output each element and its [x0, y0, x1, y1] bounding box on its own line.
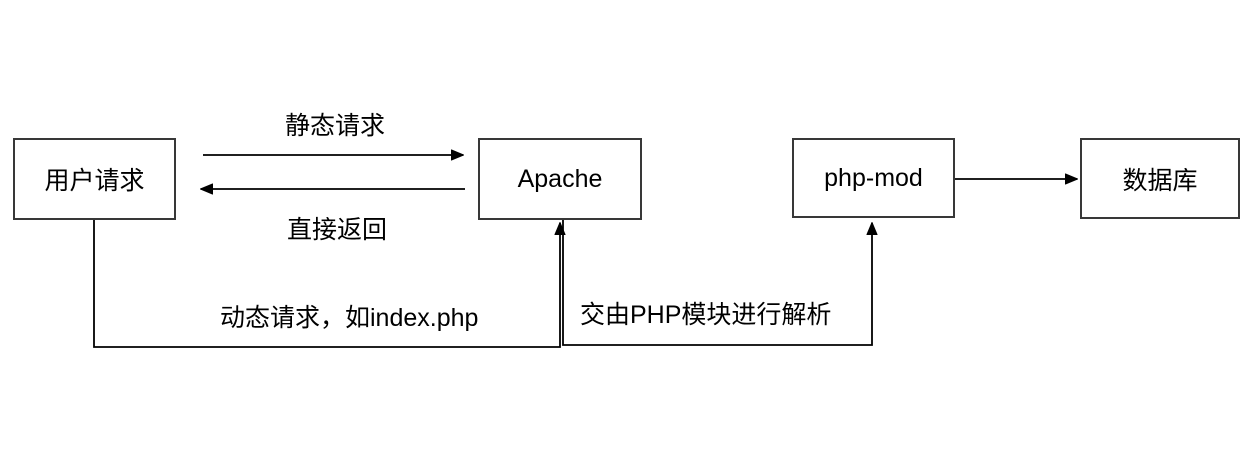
edge-label-php-parse: 交由PHP模块进行解析	[580, 301, 832, 329]
arrow-dynamic-request	[93, 220, 560, 348]
node-apache-label: Apache	[517, 164, 603, 193]
node-php-mod: php-mod	[792, 138, 955, 218]
node-user-request-label: 用户请求	[44, 167, 145, 195]
edge-label-dynamic-request: 动态请求，如index.php	[220, 304, 479, 332]
node-php-mod-label: php-mod	[824, 163, 923, 192]
node-database-label: 数据库	[1122, 166, 1198, 195]
node-apache: Apache	[478, 138, 642, 220]
edge-label-static-request: 静态请求	[284, 112, 385, 140]
arrow-php-parse	[562, 220, 872, 346]
node-user-request: 用户请求	[13, 138, 176, 220]
node-database: 数据库	[1080, 138, 1240, 219]
edge-label-direct-return: 直接返回	[286, 216, 387, 244]
